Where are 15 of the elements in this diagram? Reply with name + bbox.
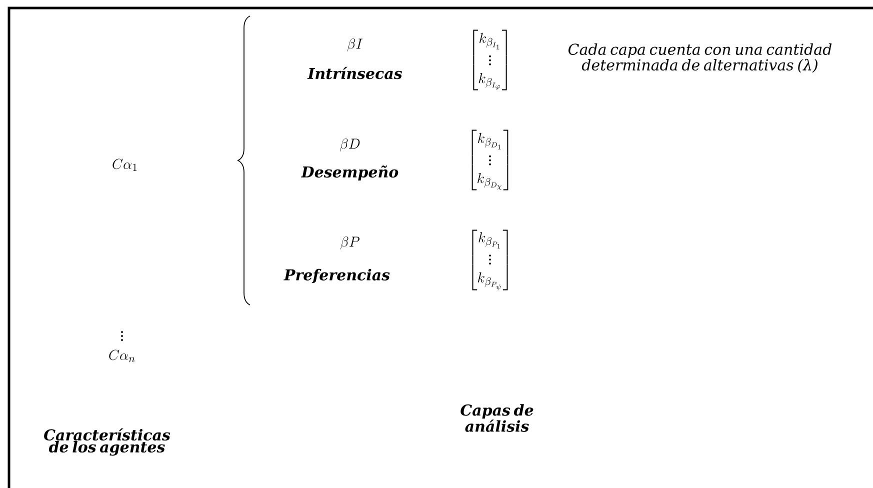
characteristic-symbol: $C\alpha_{1}$ [112, 158, 137, 171]
layer-symbol: $\beta P$ [340, 236, 360, 250]
note-text: Cada capa cuenta con una cantidad determinada de alternativas (λ) [568, 43, 832, 73]
layer-symbol: $\beta I$ [347, 38, 363, 52]
layer-name: Preferencias [284, 268, 390, 284]
parameter-vector: $\begin{bmatrix} k_{\beta_{D_1}} \\ \vdots \\ k_{\beta_{D_\chi}} \end{bmatrix}$ [472, 130, 508, 190]
parameter-vector: $\begin{bmatrix} k_{\beta_{P_1}} \\ \vdots \\ k_{\beta_{P_\psi}} \end{bmatrix}$ [472, 230, 508, 290]
column-heading: Capas de análisis [460, 404, 534, 432]
characteristic-symbol: $C\alpha_{n}$ [109, 350, 135, 362]
column-heading: Características de los agentes [44, 428, 170, 456]
ellipsis-dots: $\vdots$ [121, 331, 123, 341]
layer-name: Desempeño [300, 166, 398, 180]
layer-symbol: $\beta D$ [340, 138, 360, 152]
parameter-vector: $\begin{bmatrix} k_{\beta_{I_1}} \\ \vdots \\ k_{\beta_{I_\varphi}} \end{bmatrix}$ [473, 30, 507, 90]
layer-name: Intrínsecas [307, 66, 402, 80]
